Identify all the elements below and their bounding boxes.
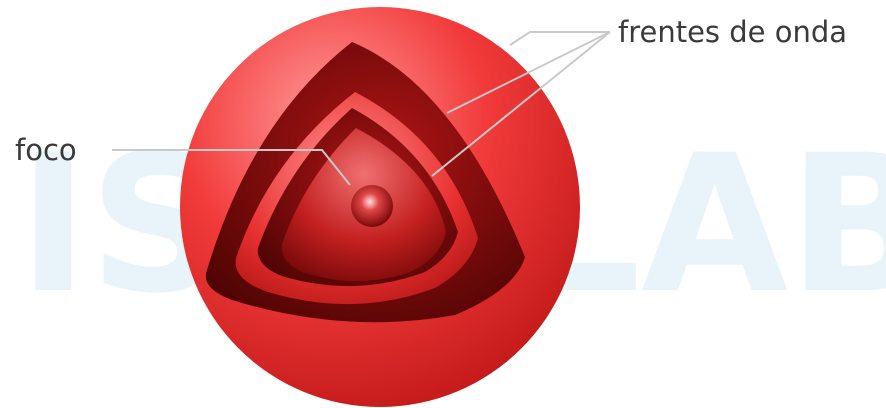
focus-label: foco — [15, 133, 77, 167]
focus-point — [351, 185, 393, 227]
wavefronts-label: frentes de onda — [618, 15, 847, 49]
